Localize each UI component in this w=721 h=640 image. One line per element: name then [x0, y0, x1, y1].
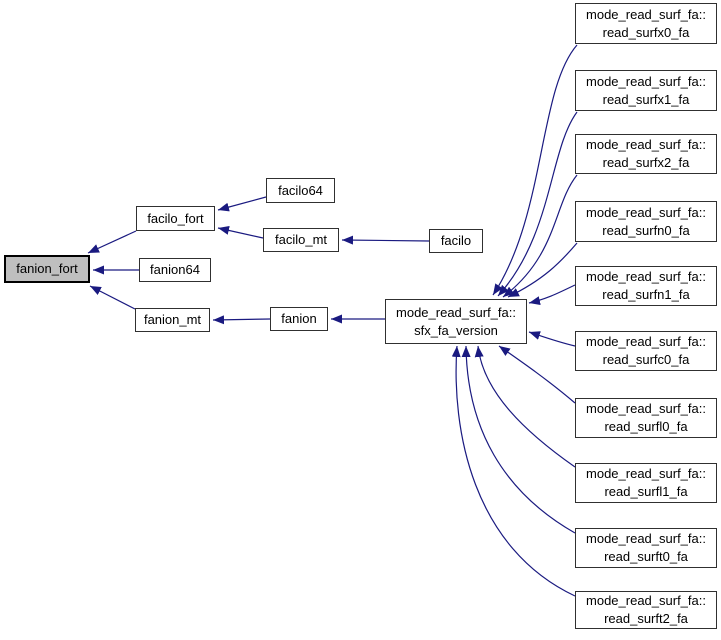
node-fanion_fort: fanion_fort: [4, 255, 90, 283]
edge-read_surfx2-sfx: [502, 174, 578, 298]
edge-facilo-facilo_mt: [341, 235, 430, 245]
edge-facilo_fort-fanion_fort: [87, 230, 137, 254]
edge-read_surfn1-sfx: [528, 284, 576, 306]
node-read_surfx0_fa[interactable]: mode_read_surf_fa:: read_surfx0_fa: [575, 3, 717, 44]
node-label: fanion_fort: [16, 261, 78, 277]
node-label: mode_read_surf_fa:: read_surfl1_fa: [586, 466, 706, 499]
edge-read_surfl1-sfx: [474, 345, 576, 468]
edge-read_surfl0-sfx: [498, 345, 576, 404]
node-fanion[interactable]: fanion: [270, 307, 328, 331]
node-read_surfl0_fa[interactable]: mode_read_surf_fa:: read_surfl0_fa: [575, 398, 717, 438]
node-label: facilo_mt: [274, 232, 328, 248]
node-label: fanion64: [150, 262, 200, 278]
node-label: fanion_mt: [143, 312, 202, 328]
node-facilo_fort[interactable]: facilo_fort: [136, 206, 215, 231]
node-label: facilo_fort: [147, 210, 204, 226]
node-label: mode_read_surf_fa:: read_surfx2_fa: [586, 137, 706, 170]
node-sfx_fa_version[interactable]: mode_read_surf_fa:: sfx_fa_version: [385, 299, 527, 344]
node-fanion64[interactable]: fanion64: [139, 258, 211, 282]
edge-read_surfx0-sfx: [492, 44, 578, 296]
node-facilo64[interactable]: facilo64: [266, 178, 335, 203]
node-read_surfn1_fa[interactable]: mode_read_surf_fa:: read_surfn1_fa: [575, 266, 717, 306]
edge-facilo64-facilo_fort: [217, 196, 267, 212]
edge-read_surfn0-sfx: [507, 242, 578, 298]
edge-fanion_mt-fanion_fort: [89, 285, 136, 310]
node-read_surft0_fa[interactable]: mode_read_surf_fa:: read_surft0_fa: [575, 528, 717, 568]
node-read_surfx1_fa[interactable]: mode_read_surf_fa:: read_surfx1_fa: [575, 70, 717, 111]
edge-read_surft2-sfx: [451, 345, 576, 597]
node-label: facilo: [440, 233, 472, 249]
edge-fanion-fanion_mt: [212, 315, 271, 325]
node-label: mode_read_surf_fa:: read_surfl0_fa: [586, 401, 706, 434]
edge-facilo_mt-facilo_fort: [217, 225, 264, 239]
edge-read_surfc0-sfx: [528, 331, 576, 347]
node-read_surft2_fa[interactable]: mode_read_surf_fa:: read_surft2_fa: [575, 591, 717, 629]
edge-read_surfx1-sfx: [497, 111, 578, 297]
node-fanion_mt[interactable]: fanion_mt: [135, 308, 210, 332]
node-label: fanion: [281, 311, 317, 327]
node-facilo[interactable]: facilo: [429, 229, 483, 253]
node-label: mode_read_surf_fa:: read_surfn0_fa: [586, 204, 706, 238]
node-label: mode_read_surf_fa:: sfx_fa_version: [396, 304, 516, 338]
node-read_surfl1_fa[interactable]: mode_read_surf_fa:: read_surfl1_fa: [575, 463, 717, 503]
node-read_surfc0_fa[interactable]: mode_read_surf_fa:: read_surfc0_fa: [575, 331, 717, 371]
edge-read_surft0-sfx: [461, 345, 576, 534]
node-label: mode_read_surf_fa:: read_surft0_fa: [586, 531, 706, 564]
node-label: mode_read_surf_fa:: read_surfc0_fa: [586, 334, 706, 367]
node-facilo_mt[interactable]: facilo_mt: [263, 228, 339, 252]
node-label: mode_read_surf_fa:: read_surfx0_fa: [586, 6, 706, 40]
node-label: mode_read_surf_fa:: read_surfx1_fa: [586, 73, 706, 107]
node-read_surfn0_fa[interactable]: mode_read_surf_fa:: read_surfn0_fa: [575, 201, 717, 242]
node-label: mode_read_surf_fa:: read_surfn1_fa: [586, 269, 706, 302]
node-label: facilo64: [278, 182, 323, 198]
node-read_surfx2_fa[interactable]: mode_read_surf_fa:: read_surfx2_fa: [575, 134, 717, 174]
node-label: mode_read_surf_fa:: read_surft2_fa: [586, 593, 706, 626]
